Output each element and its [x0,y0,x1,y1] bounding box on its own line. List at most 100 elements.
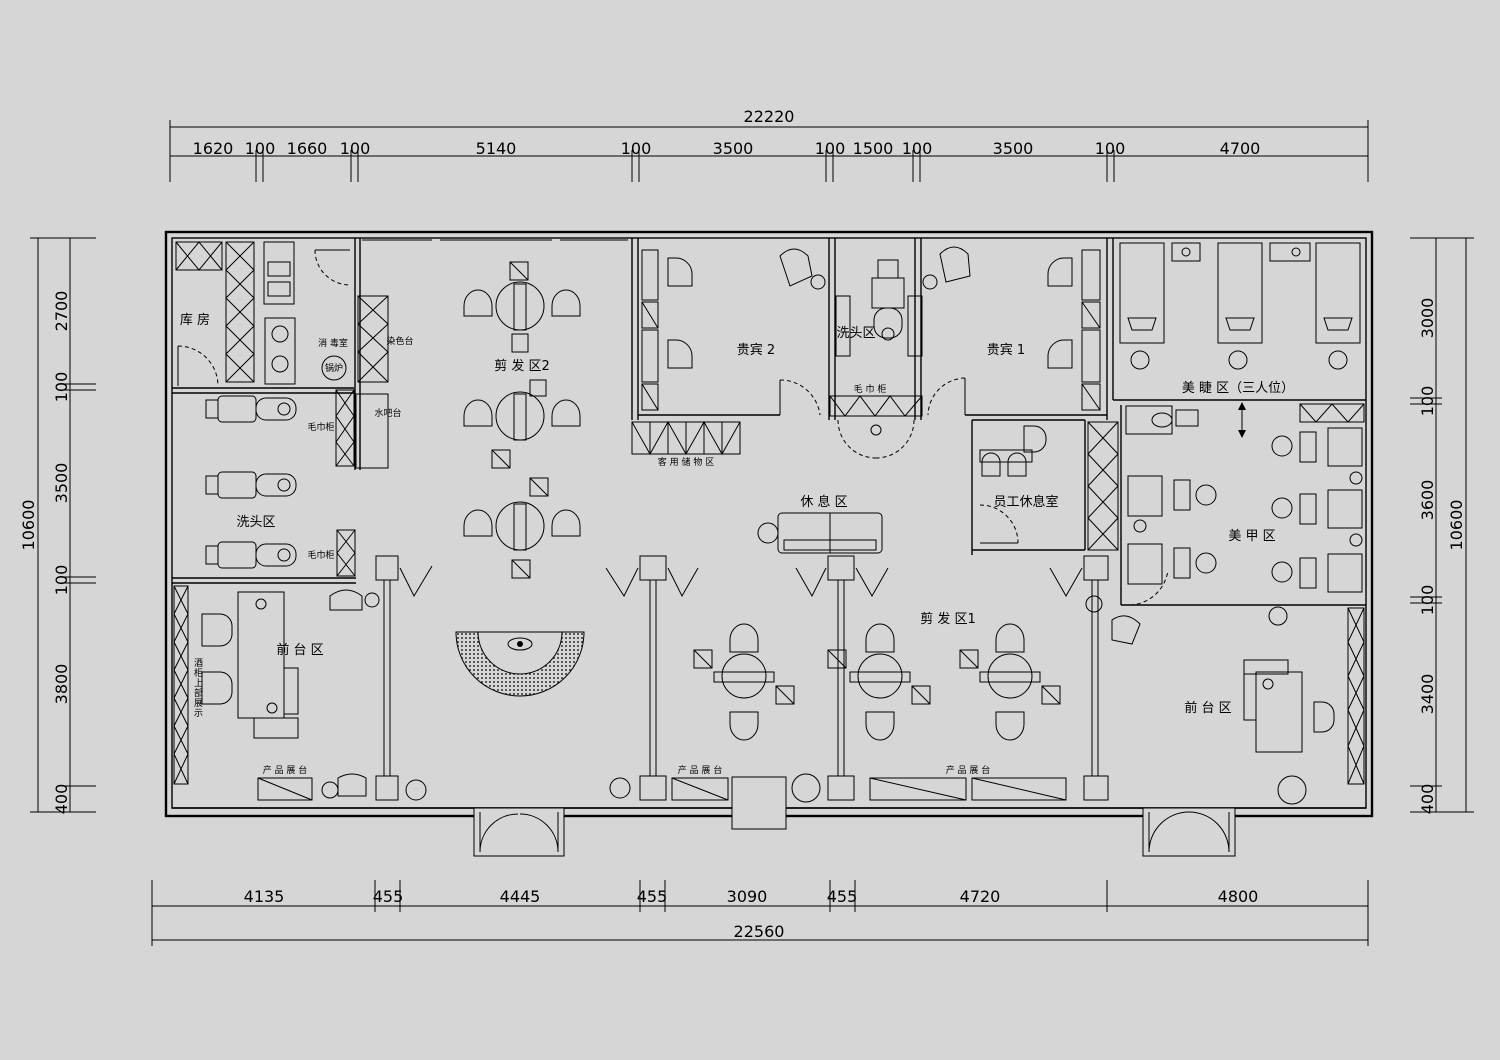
dim-bottom-seg: 3090 [727,887,768,906]
styling-station [827,623,931,741]
nail-station [1127,543,1217,585]
mirror-column [375,555,433,801]
disinfection-cabinet [264,317,296,385]
dim-top-seg: 4700 [1220,139,1261,158]
chair [1007,452,1027,477]
door-arrow [1238,402,1246,438]
entrance-door-left[interactable] [473,807,565,857]
styling-station [463,379,581,469]
plant-icon [405,779,427,801]
dim-left-seg: 100 [52,565,71,596]
dim-top-seg: 3500 [713,139,754,158]
disinfection-label: 消 毒室 [318,337,348,349]
vip-2-door[interactable] [779,379,821,416]
dim-right-seg: 100 [1418,585,1437,616]
plant-icon [1277,775,1307,805]
lash-bed [1269,242,1361,370]
dim-top-seg: 1660 [287,139,328,158]
front-desk-right-area: 前 台 区 [1184,607,1365,805]
storage-shelf [175,241,255,383]
chair [1023,425,1047,453]
staff-room-label: 员工休息室 [993,494,1058,510]
plant-icon [321,781,339,799]
disinfection-door[interactable] [314,249,351,286]
lounge-chair [337,773,367,797]
dim-bottom-total: 22560 [734,922,785,941]
wine-cabinet [173,585,189,785]
dim-bottom-seg: 455 [827,887,858,906]
nail-station [1271,533,1363,593]
lash-bed [1119,242,1201,370]
water-bar [355,393,389,469]
dim-bottom-seg: 4800 [1218,887,1259,906]
left-dimensions: 10600 2700 100 3500 100 3800 400 [19,237,96,815]
wine-cabinet-label: 酒 柜 上 部 展 示 [194,658,206,719]
lounge-chair [1111,615,1141,645]
towel-cabinet [336,529,356,577]
wash-area-left: 洗头区 毛巾柜 水吧台 毛巾柜 [205,389,402,577]
product-display-label: 产 品 展 台 [263,764,308,776]
dim-bottom-seg: 455 [637,887,668,906]
dim-bottom-seg: 4135 [244,887,285,906]
lounge-chair [779,248,813,287]
dim-left-total: 10600 [19,500,38,551]
dim-bottom-seg: 4720 [960,887,1001,906]
lounge-chair [939,246,971,283]
vip-1-label: 贵宾 1 [987,342,1025,358]
nail-area: 美 甲 区 [1125,405,1363,626]
chair [981,452,1001,477]
styling-station [463,477,581,579]
wash-area-left-label: 洗头区 [236,515,275,530]
outer-walls [164,230,1374,818]
dim-top-seg: 100 [340,139,371,158]
towel-cabinet-label-a: 毛巾柜 [307,421,334,433]
guest-storage-label: 客 用 储 物 区 [658,456,714,468]
wash-chair [205,541,297,569]
dye-station-label: 染色台 [386,335,413,347]
nail-area-label: 美 甲 区 [1228,529,1275,544]
wash-area-door[interactable] [837,419,915,459]
cut-area-1: 剪 发 区1 [693,611,1061,741]
product-display-label: 产 品 展 台 [946,764,991,776]
boiler-label: 锅炉 [325,362,343,374]
vip-room-2: 贵宾 2 [641,248,826,416]
staff-room-door[interactable] [979,504,1019,544]
lash-area: 美 睫 区（三人位） [1119,242,1365,438]
storage-door[interactable] [177,345,219,387]
dim-top-seg: 100 [902,139,933,158]
dim-top-seg: 1620 [193,139,234,158]
mirror-columns [375,555,1141,801]
product-displays: 产 品 展 台 产 品 展 台 [609,764,1067,803]
dim-right-seg: 3000 [1418,298,1437,339]
dim-left-seg: 400 [52,784,71,815]
chair [201,671,233,705]
round-sofa [455,631,585,697]
dim-bottom-seg: 4445 [500,887,541,906]
top-dimensions: 22220 1620 100 1660 100 5140 100 3500 10… [169,107,1369,182]
dim-right-seg: 3600 [1418,480,1437,521]
plant-icon [1268,606,1288,626]
interior-walls [172,238,1366,606]
vip-room-1: 贵宾 1 [922,246,1101,416]
dim-bottom-seg: 455 [373,887,404,906]
cut-area-1-label: 剪 发 区1 [920,611,976,627]
mirror-column [605,555,699,801]
nail-area-door[interactable] [1129,569,1169,606]
water-bar-label: 水吧台 [374,407,401,419]
styling-station [463,261,581,353]
vip-1-door[interactable] [927,377,966,416]
wash-chair [205,395,297,423]
dim-top-seg: 5140 [476,139,517,158]
lounge-chair [329,589,363,611]
nail-station [1271,471,1363,529]
sink-unit [263,241,295,305]
towel-cabinet-label-b: 毛巾柜 [307,549,334,561]
entrance-door-right[interactable] [1142,807,1236,857]
staff-room: 员工休息室 [979,421,1119,551]
towel-cabinet-center-label: 毛 巾 柜 [854,383,887,395]
product-display-label: 产 品 展 台 [678,764,723,776]
dye-station [357,295,389,383]
dim-top-seg: 100 [1095,139,1126,158]
right-dimensions: 3000 100 3600 100 3400 400 10600 [1410,237,1474,814]
